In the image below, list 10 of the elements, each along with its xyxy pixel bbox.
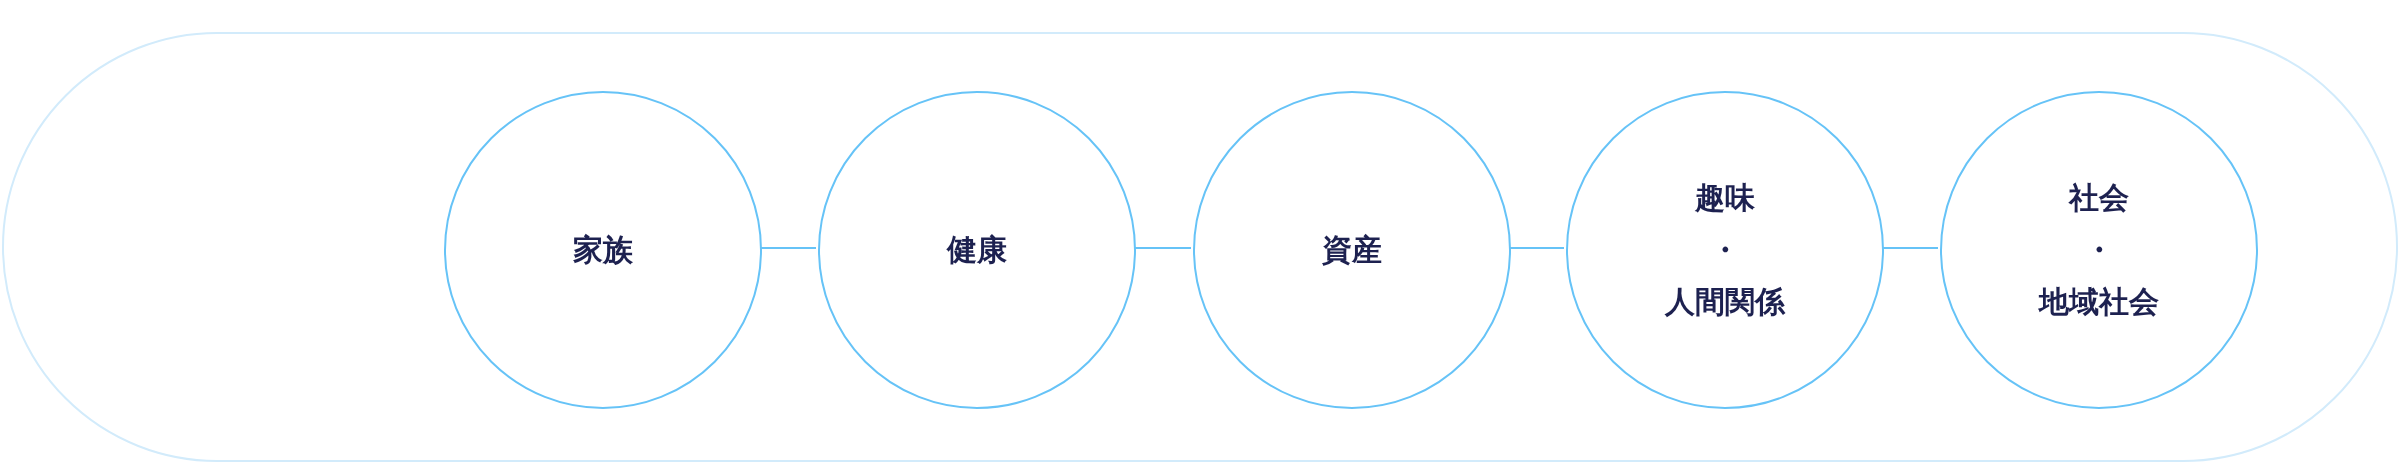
node-label: 社会 <box>2069 180 2129 216</box>
node-label: 資産 <box>1322 232 1382 268</box>
node-label: 地域社会 <box>2039 284 2159 320</box>
rounded-frame <box>2 32 2398 462</box>
node-label: 家族 <box>573 232 633 268</box>
node-label: ・ <box>2084 232 2114 268</box>
node-label: 人間関係 <box>1665 284 1785 320</box>
node-label: ・ <box>1710 232 1740 268</box>
node-label: 趣味 <box>1695 180 1755 216</box>
node-label: 健康 <box>947 232 1007 268</box>
